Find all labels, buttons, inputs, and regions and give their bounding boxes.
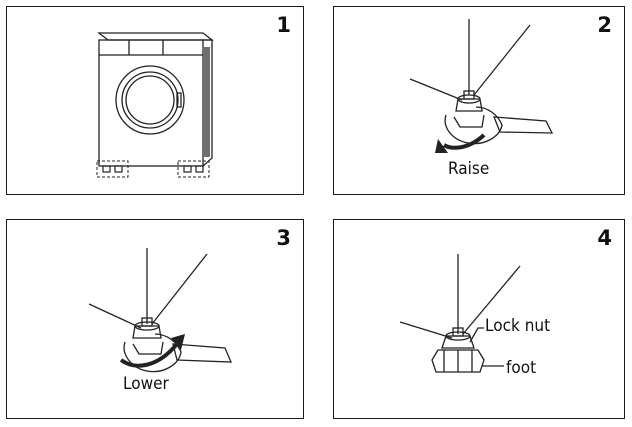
wrench-lower-illustration xyxy=(88,248,233,373)
step-2-panel: 2 Raise xyxy=(333,6,625,195)
raise-caption: Raise xyxy=(448,159,490,179)
lock-nut-foot-illustration xyxy=(399,254,521,373)
step-number: 2 xyxy=(597,13,612,37)
foot-label: foot xyxy=(506,358,537,378)
lock-nut-label: Lock nut xyxy=(485,316,551,336)
step-number: 3 xyxy=(276,226,291,250)
step-number: 1 xyxy=(276,13,291,37)
step-1-panel: 1 xyxy=(6,6,304,195)
lower-caption: Lower xyxy=(123,374,169,394)
step-number: 4 xyxy=(597,226,612,250)
step-3-panel: 3 Lower xyxy=(6,219,304,419)
washing-machine-illustration xyxy=(96,32,214,178)
step-4-panel: 4 Lock nut foot xyxy=(333,219,625,419)
wrench-raise-illustration xyxy=(409,19,554,153)
